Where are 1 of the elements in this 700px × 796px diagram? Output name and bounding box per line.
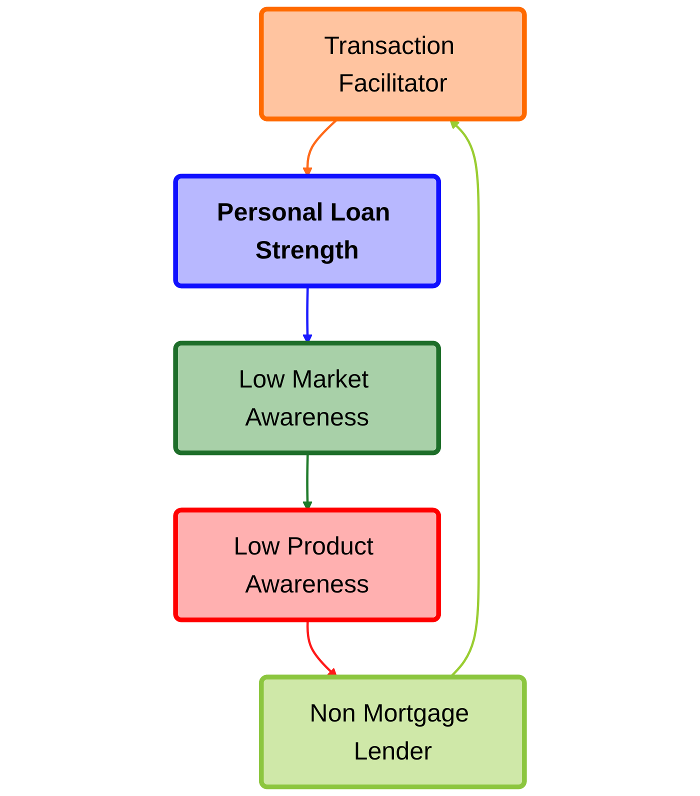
flowchart-drawing: Transaction Facilitator Personal Loan Strength Low Market Awareness Low Product Awareness Non Mortgage Lender bbox=[0, 0, 700, 796]
